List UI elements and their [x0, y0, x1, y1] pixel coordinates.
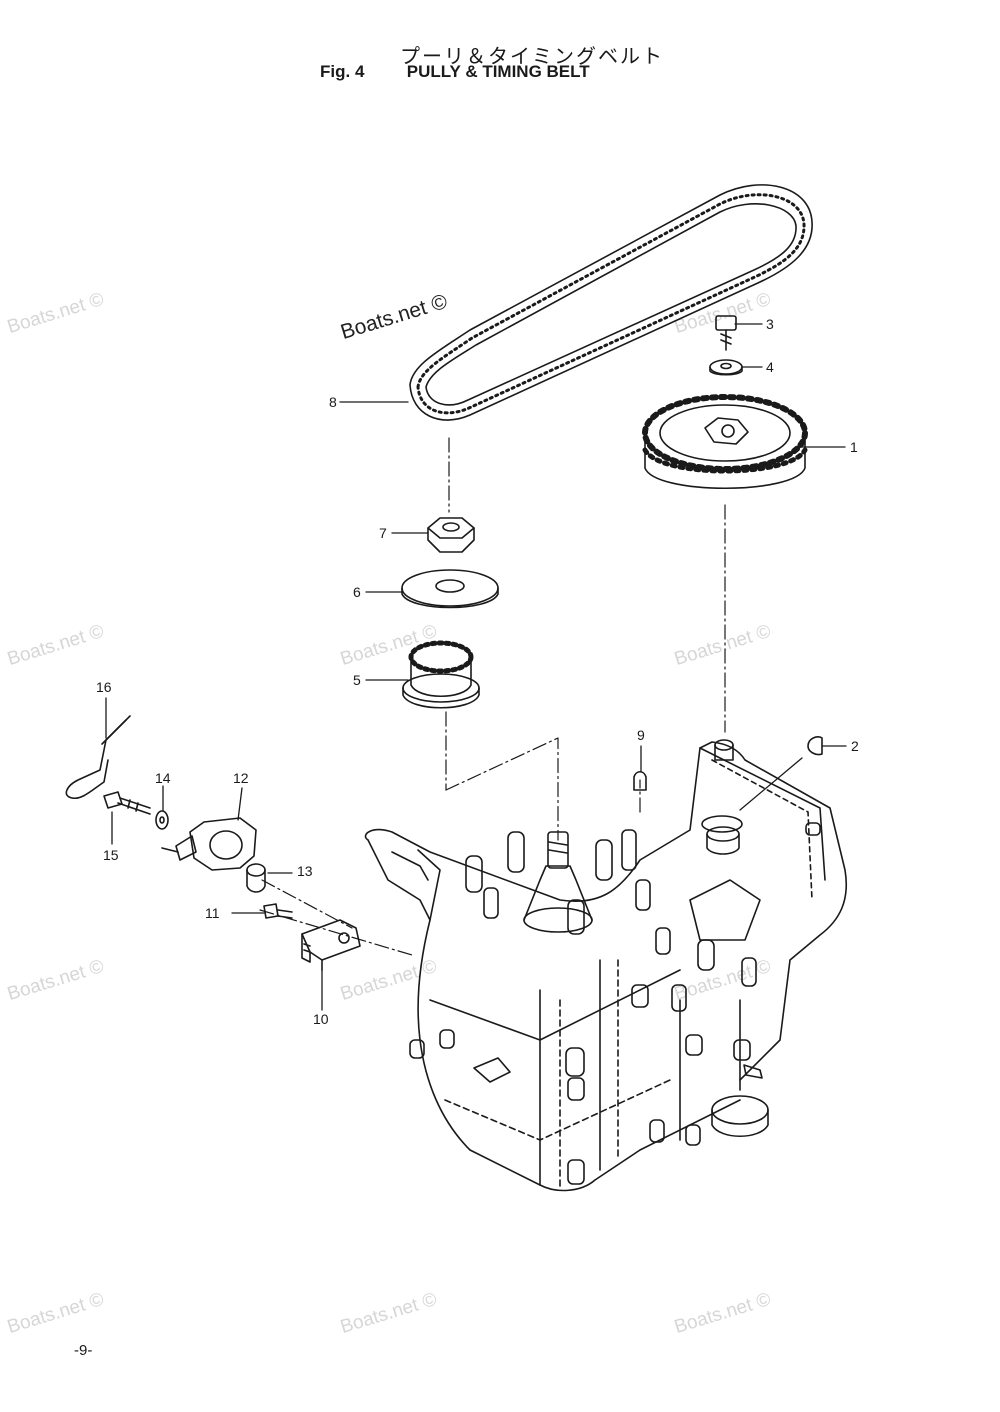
callout-11: 11 [205, 905, 220, 921]
callout-15: 15 [103, 847, 119, 863]
woodruff-key [633, 770, 647, 791]
callout-2: 2 [851, 738, 859, 754]
callout-9: 9 [637, 727, 645, 743]
callout-4: 4 [766, 359, 774, 375]
callout-3: 3 [766, 316, 774, 332]
wire-clip [65, 715, 131, 800]
small-screw [263, 903, 293, 919]
figure-title: PULLY & TIMING BELT [406, 62, 590, 81]
leader-lines [105, 323, 847, 1011]
callout-7: 7 [379, 525, 387, 541]
small-washer [155, 810, 169, 830]
engine-block [364, 739, 847, 1192]
callout-1: 1 [850, 439, 858, 455]
bolt [715, 315, 737, 351]
nut [427, 517, 475, 553]
timing-belt [409, 184, 813, 421]
callout-13: 13 [297, 863, 313, 879]
callout-12: 12 [233, 770, 249, 786]
bracket [301, 919, 361, 971]
page-number: -9- [74, 1342, 93, 1359]
callout-14: 14 [155, 770, 171, 786]
sleeve [246, 863, 266, 893]
washer [709, 359, 743, 376]
callout-8: 8 [329, 394, 337, 410]
sensor [161, 817, 257, 871]
assembly-centerlines [259, 437, 726, 956]
callout-6: 6 [353, 584, 361, 600]
key [807, 736, 823, 756]
figure-number: Fig. 4 [320, 62, 365, 81]
pulley-washer [401, 569, 499, 609]
figure-heading: Fig. 4 PULLY & TIMING BELT [320, 62, 590, 82]
crankshaft-pulley [402, 640, 480, 709]
figure-title-japanese: プーリ＆タイミングベルト [400, 44, 664, 68]
callout-5: 5 [353, 672, 361, 688]
screw [103, 791, 151, 815]
callout-10: 10 [313, 1011, 329, 1027]
callout-16: 16 [96, 679, 112, 695]
camshaft-pulley [642, 394, 808, 489]
